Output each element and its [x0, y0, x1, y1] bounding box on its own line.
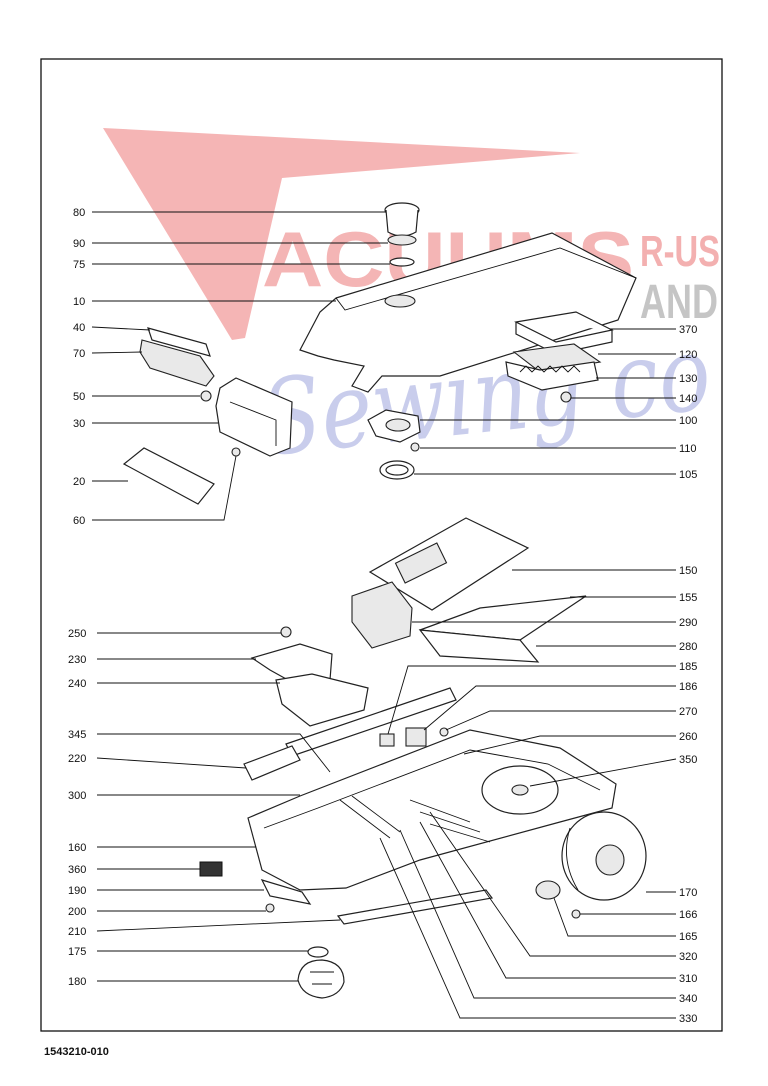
callout-250: 250: [68, 628, 86, 640]
parts-drawing: [122, 202, 647, 999]
callout-155: 155: [679, 592, 697, 604]
part-240: [275, 673, 369, 727]
callout-120: 120: [679, 349, 697, 361]
part-360: [199, 861, 223, 877]
part-80-body: [385, 209, 419, 237]
part-170-side: [565, 827, 579, 891]
callout-140: 140: [679, 393, 697, 405]
part-30: [215, 377, 293, 457]
part-350-core: [511, 784, 529, 796]
watermark-v-shape: [103, 128, 580, 340]
callout-175: 175: [68, 946, 86, 958]
callout-60: 60: [73, 515, 85, 527]
part-75: [389, 257, 415, 267]
part-300-inner: [263, 749, 601, 829]
document-number: 1543210-010: [44, 1046, 109, 1058]
part-210: [336, 889, 494, 925]
leader-lines: [91, 211, 677, 1019]
part-280: [418, 629, 540, 663]
callout-40: 40: [73, 322, 85, 334]
callout-210: 210: [68, 926, 86, 938]
part-200: [265, 903, 275, 913]
callout-80: 80: [73, 207, 85, 219]
part-185: [379, 733, 395, 747]
callout-110: 110: [679, 443, 697, 455]
part-170-hub: [595, 844, 625, 876]
callout-280: 280: [679, 641, 697, 653]
callout-75: 75: [73, 259, 85, 271]
callout-190: 190: [68, 885, 86, 897]
callout-30: 30: [73, 418, 85, 430]
part-300: [247, 729, 617, 891]
part-10-hole: [384, 294, 416, 308]
part-340-330: [339, 795, 401, 839]
callout-166: 166: [679, 909, 697, 921]
part-190: [260, 879, 312, 905]
callout-370: 370: [679, 324, 697, 336]
part-290: [351, 581, 413, 649]
diagram-frame: [40, 58, 723, 1032]
part-180: [297, 959, 345, 999]
part-90: [387, 234, 417, 246]
callouts-right: 370 120 130 140 100 110 105 150 155 290 …: [679, 324, 697, 1025]
callout-360: 360: [68, 864, 86, 876]
part-180-detail: [310, 971, 334, 985]
part-110: [410, 442, 420, 452]
callout-100: 100: [679, 415, 697, 427]
callout-50: 50: [73, 391, 85, 403]
callout-186: 186: [679, 681, 697, 693]
callout-165: 165: [679, 931, 697, 943]
callout-260: 260: [679, 731, 697, 743]
part-10-edge: [335, 247, 637, 311]
callout-150: 150: [679, 565, 697, 577]
callout-170: 170: [679, 887, 697, 899]
part-105-inner: [385, 464, 409, 476]
part-175: [307, 946, 329, 958]
part-150-plate: [394, 542, 448, 584]
callouts-left: 80 90 75 10 40 70 50 30 20 60 250 230 24…: [68, 207, 86, 988]
callout-310: 310: [679, 973, 697, 985]
watermark-ext-bottom: AND: [640, 276, 718, 329]
part-100-ring: [385, 418, 411, 432]
callout-105: 105: [679, 469, 697, 481]
part-150: [368, 517, 530, 611]
part-250: [280, 626, 292, 638]
part-10: [299, 232, 637, 393]
callout-320: 320: [679, 951, 697, 963]
callout-290: 290: [679, 617, 697, 629]
callout-230: 230: [68, 654, 86, 666]
part-60: [231, 447, 241, 457]
callout-340: 340: [679, 993, 697, 1005]
callout-200: 200: [68, 906, 86, 918]
callout-70: 70: [73, 348, 85, 360]
callout-10: 10: [73, 296, 85, 308]
callout-350: 350: [679, 754, 697, 766]
part-30-detail: [229, 401, 277, 446]
callout-270: 270: [679, 706, 697, 718]
part-220: [243, 745, 301, 781]
part-165: [535, 880, 561, 900]
part-166: [571, 909, 581, 919]
callout-160: 160: [68, 842, 86, 854]
part-40: [147, 327, 211, 357]
watermark-ext-top: R-US: [640, 227, 720, 276]
part-130-ridges: [519, 365, 581, 373]
callout-240: 240: [68, 678, 86, 690]
callout-185: 185: [679, 661, 697, 673]
callout-345: 345: [68, 729, 86, 741]
callout-220: 220: [68, 753, 86, 765]
callout-180: 180: [68, 976, 86, 988]
callout-130: 130: [679, 373, 697, 385]
callout-90: 90: [73, 238, 85, 250]
callout-300: 300: [68, 790, 86, 802]
callout-330: 330: [679, 1013, 697, 1025]
callout-20: 20: [73, 476, 85, 488]
part-50: [200, 390, 212, 402]
part-186: [405, 727, 427, 747]
part-20: [122, 447, 215, 505]
part-140: [560, 391, 572, 403]
